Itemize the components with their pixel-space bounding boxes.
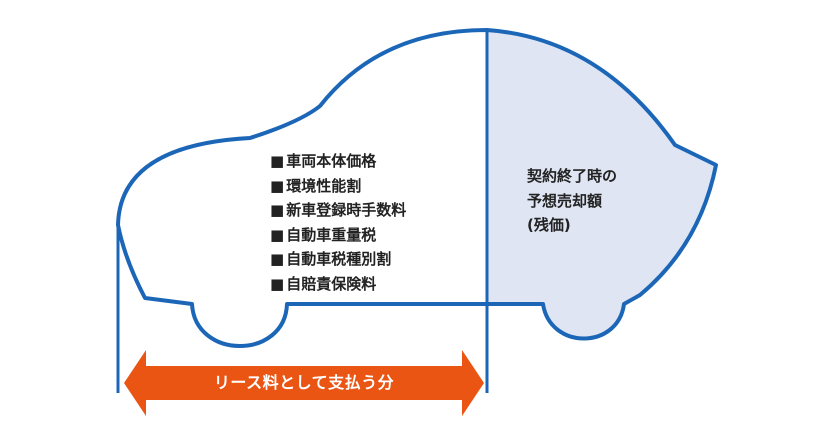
cost-item-automobile-tax: 自動車税種別割 [270,247,406,272]
residual-line-1: 契約終了時の [527,167,618,185]
car-outline [116,28,718,348]
lease-payment-arrow [124,350,484,416]
cost-item-liability-insurance: 自賠責保険料 [270,272,406,297]
cost-item-vehicle-price: 車両本体価格 [270,149,406,174]
cost-item-list: 車両本体価格 環境性能割 新車登録時手数料 自動車重量税 自動車税種別割 自賠責… [270,149,406,296]
residual-value-area [487,30,716,339]
cost-item-environmental-tax: 環境性能割 [270,174,406,199]
cost-item-weight-tax: 自動車重量税 [270,223,406,248]
residual-value-label: 契約終了時の 予想売却額 (残価) [527,164,617,238]
cost-item-registration-fee: 新車登録時手数料 [270,198,406,223]
residual-line-3: (残価) [527,216,571,234]
arrow-label: リース料として支払う分 [213,373,395,392]
residual-line-2: 予想売却額 [527,191,603,210]
